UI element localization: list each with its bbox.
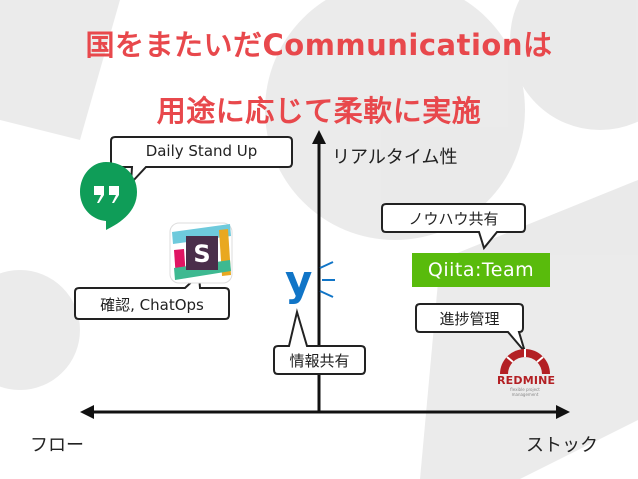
hangouts-icon [80,162,137,230]
callout-hangouts-shape [110,136,293,186]
callout-qiita-shape [381,203,526,251]
redmine-logo-tagline: flexible project management [510,387,540,397]
callout-shapes [74,136,526,375]
callout-qiita-label: ノウハウ共有 [408,210,499,228]
slide-title-line2: 用途に応じて柔軟に実施 [156,94,482,128]
callout-slack-label: 確認, ChatOps [100,296,204,314]
slide-title-line1: 国をまたいだCommunicationは [85,28,553,62]
left-axis-label: フロー [30,435,84,456]
qiita-team-logo: Qiita:Team [412,253,550,287]
slack-icon: S [169,222,233,284]
redmine-logo-text: REDMINE [497,374,556,387]
svg-text:y: y [285,256,312,305]
callout-yammer-label: 情報共有 [289,352,350,370]
yammer-icon: y [285,256,335,305]
right-axis-label: ストック [526,435,598,456]
horizontal-axis-right-arrowhead [556,405,570,419]
callout-slack-shape [74,272,230,320]
svg-text:S: S [193,240,210,268]
callout-redmine-label: 進捗管理 [439,310,500,328]
horizontal-axis-left-arrowhead [80,405,94,419]
vertical-axis-arrowhead [312,130,326,144]
redmine-icon [500,349,550,374]
callout-yammer-shape [273,308,366,375]
callout-hangouts-label: Daily Stand Up [145,142,258,160]
vertical-axis-label: リアルタイム性 [332,147,458,168]
